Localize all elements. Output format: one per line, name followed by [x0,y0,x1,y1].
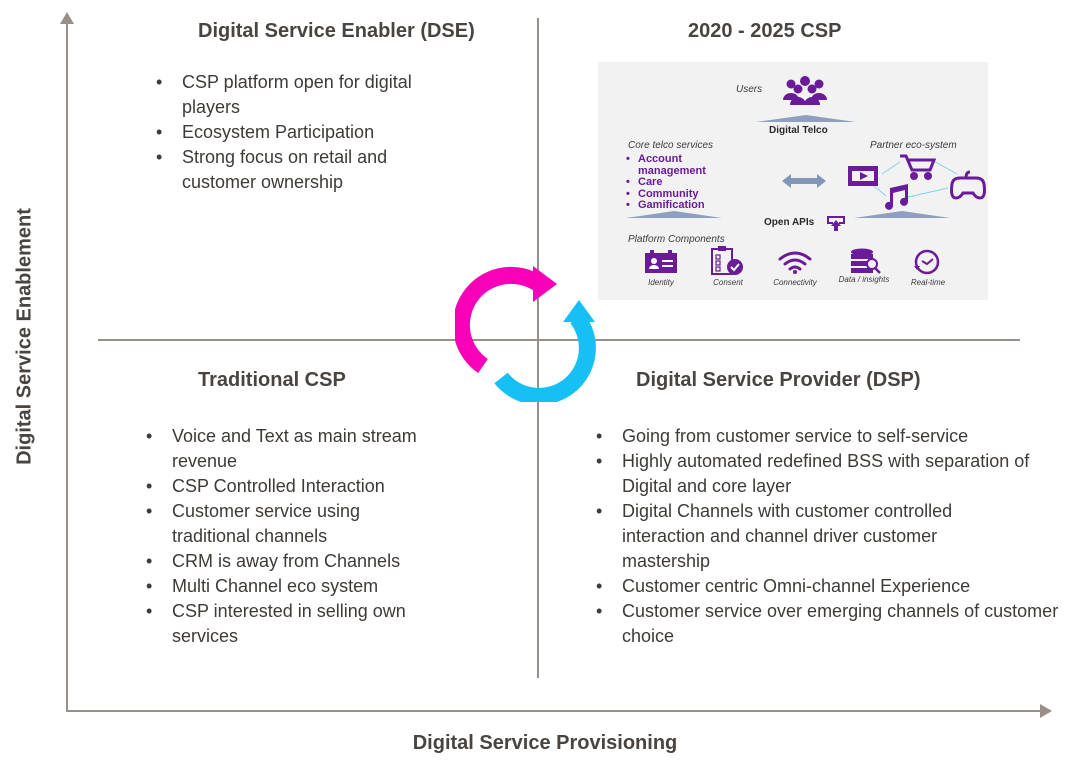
gamepad-icon [950,170,986,200]
partner-ecosystem-icons [848,154,986,210]
clock-icon [914,249,940,275]
layer-separator-icon [854,211,950,218]
list-item: Gamification [626,199,728,212]
digital-telco-panel: Users Digital Telco Core telco services … [598,62,988,300]
y-axis-arrow-icon [60,12,74,24]
id-card-icon [645,250,677,273]
transformation-cycle-icon [455,266,596,402]
cycle-arrow-magenta [455,266,544,374]
clipboard-check-icon [711,246,743,275]
component-label: Data / insights [838,275,890,284]
list-item: Multi Channel eco system [144,574,484,599]
quadrant-title-2020-2025-csp: 2020 - 2025 CSP [688,20,842,42]
list-item: CSP interested in selling own services [144,599,462,649]
quadrant-title-dse: Digital Service Enabler (DSE) [198,20,475,42]
x-axis-label: Digital Service Provisioning [412,732,678,754]
y-axis-label: Digital Service Enablement [13,208,36,465]
platform-components-label: Platform Components [628,234,725,245]
list-item: Voice and Text as main stream revenue [144,424,462,474]
list-item: Care [626,176,728,189]
open-api-icon [827,216,845,231]
y-axis-line [66,20,68,712]
list-item: Account management [626,153,728,177]
x-axis-line [66,710,1042,712]
list-item: Highly automated redefined BSS with sepa… [594,449,1072,499]
list-item: Community [626,188,728,201]
list-item: Customer service over emerging channels … [594,599,1062,649]
core-services-list: Account management Care Community Gamifi… [626,153,728,212]
component-label: Connectivity [773,278,817,287]
list-item: Going from customer service to self-serv… [594,424,1084,449]
component-label: Identity [648,278,674,287]
quadrant-divider-horizontal [98,339,1020,341]
cycle-arrowhead-magenta [533,266,557,302]
list-item: CSP Controlled Interaction [144,474,484,499]
quadrant-divider-vertical [537,18,539,678]
quadrant-title-dsp: Digital Service Provider (DSP) [636,369,921,391]
wifi-icon [778,251,812,274]
list-item: CRM is away from Channels [144,549,484,574]
digital-telco-label: Digital Telco [769,125,828,136]
users-group-icon [783,76,827,105]
cart-icon [900,154,937,180]
users-label: Users [736,84,763,95]
quadrant-title-traditional-csp: Traditional CSP [198,369,346,391]
list-item: Customer centric Omni-channel Experience [594,574,1084,599]
x-axis-arrow-icon [1040,704,1052,718]
list-item: Strong focus on retail and customer owne… [154,145,454,195]
traditional-csp-bullet-list: Voice and Text as main stream revenue CS… [144,424,484,649]
dsp-bullet-list: Going from customer service to self-serv… [594,424,1084,649]
database-search-icon [851,248,881,274]
cycle-arrowhead-cyan [563,300,595,322]
open-apis-label: Open APIs [764,217,815,228]
cycle-arrow-cyan [494,312,596,402]
component-label: Consent [713,278,743,287]
layer-separator-icon [756,115,856,122]
core-services-label: Core telco services [628,140,714,151]
list-item: Ecosystem Participation [154,120,454,145]
music-note-icon [885,184,908,210]
layer-separator-icon [626,211,722,218]
list-item: Digital Channels with customer controlle… [594,499,1012,574]
dse-bullet-list: CSP platform open for digital players Ec… [154,70,454,195]
bidirectional-arrow-icon [782,174,826,188]
partner-ecosystem-label: Partner eco-system [870,140,957,151]
component-label: Real-time [910,278,946,287]
video-icon [848,166,878,186]
list-item: CSP platform open for digital players [154,70,454,120]
list-item: Customer service using traditional chann… [144,499,432,549]
